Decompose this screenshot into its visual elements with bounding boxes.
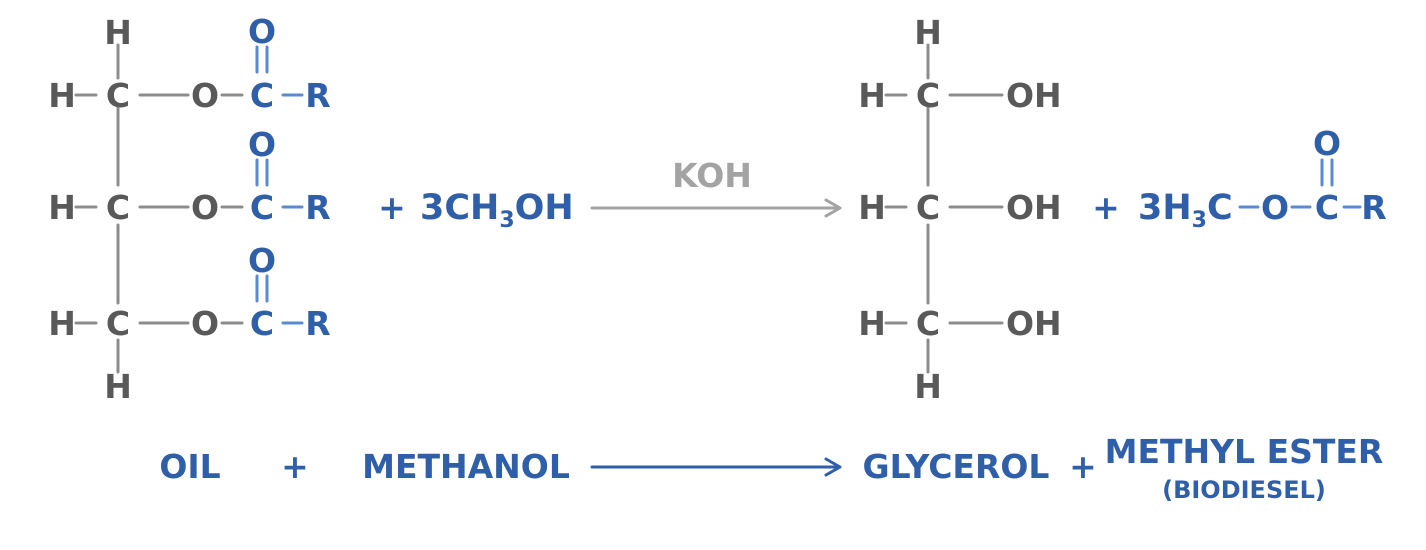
label-methanol: METHANOL: [362, 447, 570, 486]
atom-h: H: [48, 304, 76, 343]
atom-o: O: [1261, 188, 1289, 227]
atom-h: H: [914, 367, 942, 406]
triglyceride-structure: H H C O O C R H C O O C R H C O O C R H: [48, 12, 331, 406]
atom-h: H: [48, 76, 76, 115]
atom-o: O: [191, 304, 219, 343]
atom-c: C: [106, 188, 130, 227]
atom-o: O: [191, 188, 219, 227]
atom-h: H: [858, 76, 886, 115]
label-glycerol: GLYCEROL: [863, 447, 1050, 486]
arrow-head: [824, 457, 842, 477]
atom-o: O: [248, 12, 276, 51]
atom-c: C: [916, 188, 940, 227]
atom-h: H: [858, 188, 886, 227]
ester-formula: 3H3C: [1138, 188, 1233, 233]
atom-c: C: [916, 76, 940, 115]
atom-r: R: [1361, 188, 1386, 227]
ester-subscript: 3: [1192, 208, 1207, 233]
atom-h: H: [104, 13, 132, 52]
methyl-ester-structure: 3H3C O C R O: [1138, 124, 1387, 233]
atom-r: R: [305, 76, 330, 115]
atom-c: C: [250, 188, 274, 227]
label-methyl-ester: METHYL ESTER: [1105, 432, 1384, 471]
ester-coef: 3H: [1138, 188, 1192, 228]
atom-c: C: [250, 76, 274, 115]
plus-sign: +: [1069, 447, 1097, 486]
atom-c: C: [250, 304, 274, 343]
atom-o: O: [248, 241, 276, 280]
atom-o: O: [191, 76, 219, 115]
ester-tail: C: [1207, 188, 1233, 228]
label-oil: OIL: [159, 447, 220, 486]
methanol-coef: 3CH: [420, 188, 499, 228]
atom-r: R: [305, 304, 330, 343]
plus-sign: +: [378, 188, 406, 227]
atom-o: O: [1313, 124, 1341, 163]
arrow-head: [824, 198, 842, 218]
atom-c: C: [916, 304, 940, 343]
catalyst-label: KOH: [672, 156, 752, 195]
glycerol-structure: H H C OH H C OH H C OH H: [858, 13, 1061, 406]
plus-sign: +: [1092, 188, 1120, 227]
atom-h: H: [48, 188, 76, 227]
plus-sign: +: [281, 447, 309, 486]
methanol-subscript: 3: [499, 208, 514, 233]
group-oh: OH: [1006, 188, 1062, 227]
atom-c: C: [1315, 188, 1339, 227]
group-oh: OH: [1006, 304, 1062, 343]
atom-h: H: [858, 304, 886, 343]
atom-c: C: [106, 76, 130, 115]
atom-r: R: [305, 188, 330, 227]
methanol-formula: 3CH3OH: [420, 188, 574, 233]
label-biodiesel: (BIODIESEL): [1162, 476, 1326, 504]
atom-h: H: [914, 13, 942, 52]
atom-h: H: [104, 367, 132, 406]
methanol-tail: OH: [515, 188, 574, 228]
word-equation: OIL + METHANOL GLYCEROL + METHYL ESTER (…: [159, 432, 1383, 504]
atom-c: C: [106, 304, 130, 343]
atom-o: O: [248, 125, 276, 164]
group-oh: OH: [1006, 76, 1062, 115]
